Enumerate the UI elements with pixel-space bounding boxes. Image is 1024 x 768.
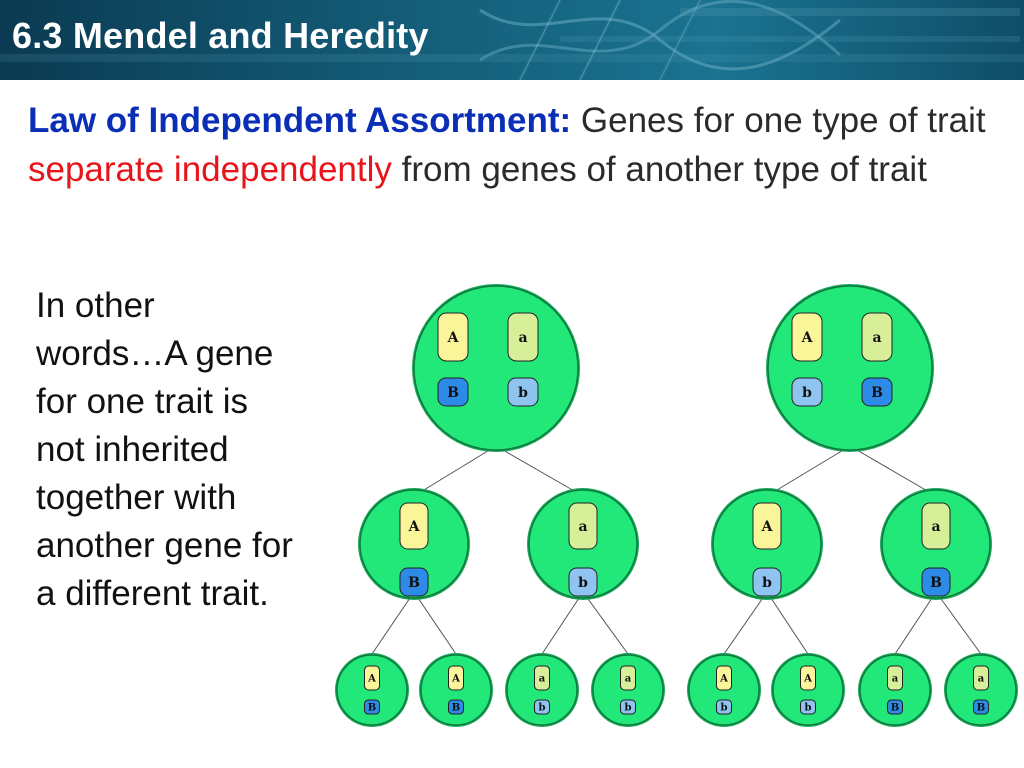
lineage-line (582, 591, 629, 655)
gene-allele-shape (437, 377, 469, 407)
gene-allele-shape (887, 665, 903, 691)
gene-allele-label: B (891, 703, 899, 714)
gene-allele-label: a (931, 519, 940, 535)
gene-allele-label: b (578, 575, 588, 591)
parent-cell (767, 285, 933, 451)
gene-allele-shape (800, 699, 816, 715)
explanation-text: In other words…A gene for one trait is n… (36, 282, 336, 618)
gene-allele-shape (752, 502, 782, 550)
gene-allele-shape (716, 665, 732, 691)
lineage-line (495, 445, 584, 497)
gene-allele-label: a (872, 330, 881, 346)
gene-allele-shape (620, 665, 636, 691)
explanation-line: for one trait is (36, 382, 249, 421)
explanation-line: a different trait. (36, 574, 269, 613)
gene-allele-label: a (578, 519, 587, 535)
lineage-line (413, 445, 497, 497)
gene-allele-shape (448, 665, 464, 691)
gene-allele-label: A (761, 519, 774, 535)
gene-allele-shape (973, 699, 989, 715)
lineage-line (849, 445, 937, 497)
explanation-line: words…A gene (36, 334, 274, 373)
explanation-line: not inherited (36, 430, 229, 469)
gene-allele-shape (791, 377, 823, 407)
gene-allele-shape (568, 567, 598, 597)
gene-allele-shape (921, 567, 951, 597)
gene-allele-label: b (518, 385, 528, 401)
gene-allele-shape (399, 567, 429, 597)
law-text-part1: Genes for one type of trait (571, 101, 986, 140)
gene-allele-label: a (518, 330, 527, 346)
gene-allele-label: a (625, 674, 632, 685)
page-title: 6.3 Mendel and Heredity (12, 15, 429, 56)
gene-allele-label: A (408, 519, 421, 535)
gene-allele-shape (716, 699, 732, 715)
gene-allele-shape (364, 665, 380, 691)
gene-allele-shape (791, 312, 823, 362)
lineage-line (413, 591, 457, 655)
gene-allele-label: B (871, 385, 883, 401)
gene-allele-label: B (452, 703, 460, 714)
explanation-line: together with (36, 478, 237, 517)
gene-allele-shape (568, 502, 598, 550)
gene-allele-shape (921, 502, 951, 550)
gene-allele-label: B (368, 703, 376, 714)
gene-allele-shape (364, 699, 380, 715)
gene-allele-label: A (803, 674, 812, 685)
parent-cell (413, 285, 579, 451)
gene-allele-shape (752, 567, 782, 597)
gene-allele-label: A (719, 674, 728, 685)
gene-allele-label: b (721, 703, 728, 714)
gene-allele-shape (861, 312, 893, 362)
gene-allele-shape (861, 377, 893, 407)
gene-allele-label: B (447, 385, 459, 401)
gene-allele-label: b (762, 575, 772, 591)
gene-allele-label: b (539, 703, 546, 714)
gene-allele-shape (800, 665, 816, 691)
gene-allele-shape (448, 699, 464, 715)
lineage-line (541, 591, 584, 655)
law-text-part2: from genes of another type of trait (391, 150, 927, 189)
gene-allele-label: b (805, 703, 812, 714)
gene-allele-label: A (447, 330, 460, 346)
law-term: Law of Independent Assortment: (28, 101, 572, 140)
gene-allele-shape (534, 665, 550, 691)
lineage-line (935, 591, 982, 655)
law-statement: Law of Independent Assortment: Genes for… (28, 96, 1008, 194)
gene-allele-shape (437, 312, 469, 362)
gene-allele-shape (887, 699, 903, 715)
lineage-line (371, 591, 415, 655)
gene-allele-shape (973, 665, 989, 691)
gene-allele-shape (507, 377, 539, 407)
gene-allele-label: a (978, 674, 985, 685)
explanation-line: In other (36, 286, 155, 325)
explanation-line: another gene for (36, 526, 293, 565)
gene-allele-shape (507, 312, 539, 362)
gene-allele-label: A (451, 674, 460, 685)
gene-allele-label: B (977, 703, 985, 714)
lineage-line (723, 591, 768, 655)
gene-allele-label: A (801, 330, 814, 346)
gene-allele-label: b (802, 385, 812, 401)
lineage-line (766, 591, 809, 655)
gene-allele-label: B (408, 575, 420, 591)
lineage-line (894, 591, 937, 655)
gene-allele-label: A (367, 674, 376, 685)
gene-allele-shape (620, 699, 636, 715)
gene-allele-shape (399, 502, 429, 550)
gene-allele-label: b (625, 703, 632, 714)
gene-allele-shape (534, 699, 550, 715)
gene-allele-label: a (539, 674, 546, 685)
dna-background-image (0, 0, 1024, 80)
lineage-line (766, 445, 851, 497)
gene-allele-label: B (930, 575, 942, 591)
law-highlight: separate independently (28, 150, 392, 189)
gene-allele-label: a (892, 674, 899, 685)
title-banner: 6.3 Mendel and Heredity (0, 0, 1024, 80)
